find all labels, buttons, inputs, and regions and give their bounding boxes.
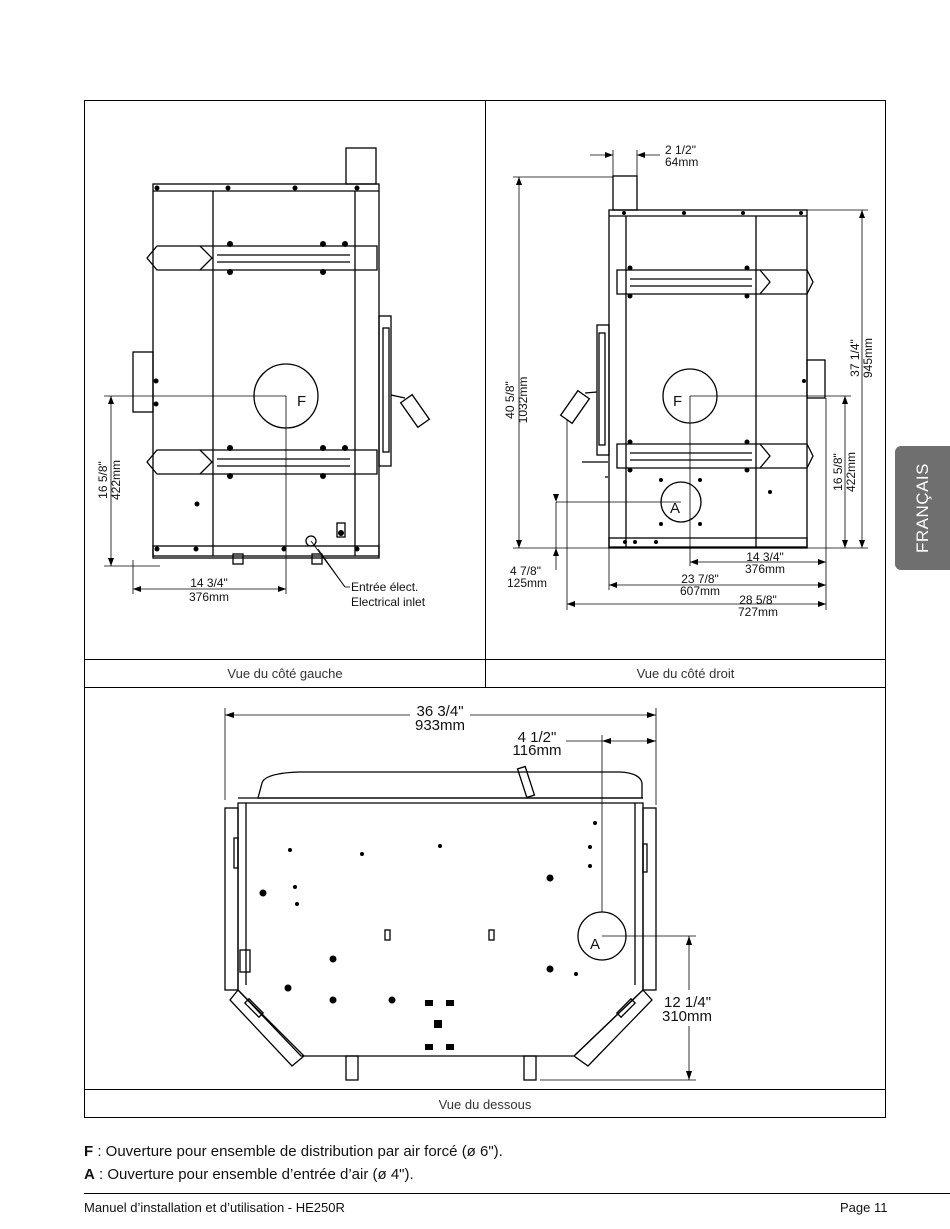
right-marker-f: F [673,393,682,410]
right-dim-top-mm: 64mm [665,155,698,169]
legend-key-a: A [84,1166,95,1183]
right-dim-total-w-in: 28 5/8" [739,593,777,607]
right-dim-body-w-mm: 607mm [680,584,720,598]
footer-divider [84,1193,950,1194]
left-marker-f: F [297,393,306,410]
left-dim-width-mm: 376mm [189,590,229,604]
caption-left-view: Vue du côté gauche [227,666,343,681]
bottom-dim-width-mm: 933mm [415,717,465,734]
right-dim-a-h-mm: 125mm [507,576,547,590]
right-dim-top-in: 2 1/2" [665,143,696,157]
right-view-drawing: F A 2 1/2" 64mm 40 5/8" 1032mm 37 1/4" 9… [503,143,875,619]
bottom-dim-a-depth-in: 12 1/4" [664,994,711,1011]
right-dim-f-h-mm: 422mm [844,452,858,492]
right-dim-f-w-in: 14 3/4" [746,550,784,564]
language-tab-label: FRANÇAIS [912,463,932,553]
left-view-drawing: F 16 5/8" 422mm 14 3/4" 376mm Entrée éle… [96,147,431,609]
legend-item-f: F : Ouverture pour ensemble de distribut… [84,1143,503,1160]
caption-row-bottom [84,1089,886,1118]
right-dim-f-w-mm: 376mm [745,562,785,576]
right-dim-body-h-in: 37 1/4" [848,339,862,377]
inlet-label-en: Electrical inlet [351,595,426,609]
right-dim-f-h-in: 16 5/8" [831,453,845,491]
right-dim-body-h-mm: 945mm [861,338,875,378]
legend-text-a: : Ouverture pour ensemble d’entrée d’air… [94,1166,414,1183]
caption-right-view: Vue du côté droit [636,666,735,681]
bottom-marker-a: A [590,936,600,953]
bottom-view-drawing: A 36 3/4" 933mm 4 1/2" 116mm 12 1/4" 310… [224,703,712,1081]
left-dim-height-mm: 422mm [109,460,123,500]
bottom-dim-a-depth-mm: 310mm [662,1008,712,1025]
inlet-label-fr: Entrée élect. [351,580,418,594]
legend-item-a: A : Ouverture pour ensemble d’entrée d’a… [84,1166,414,1183]
right-dim-total-h-mm: 1032mm [516,377,530,424]
left-dim-height-in: 16 5/8" [96,461,110,499]
caption-bottom-view: Vue du dessous [438,1097,532,1112]
right-marker-a: A [670,500,680,517]
right-dim-body-w-in: 23 7/8" [681,572,719,586]
footer-manual-title: Manuel d’installation et d’utilisation -… [84,1200,345,1215]
bottom-dim-a-off-mm: 116mm [513,742,562,759]
right-dim-a-h-in: 4 7/8" [510,564,541,578]
bottom-dim-width-in: 36 3/4" [416,703,463,720]
legend-text-f: : Ouverture pour ensemble de distributio… [93,1143,503,1160]
language-tab[interactable]: FRANÇAIS [895,446,950,570]
right-dim-total-w-mm: 727mm [738,605,778,619]
caption-row-top [84,659,886,688]
legend-key-f: F [84,1143,94,1160]
footer-page-number: Page 11 [840,1200,888,1215]
bottom-dim-a-off-in: 4 1/2" [518,729,557,746]
left-dim-width-in: 14 3/4" [190,576,228,590]
right-dim-total-h-in: 40 5/8" [503,381,517,419]
